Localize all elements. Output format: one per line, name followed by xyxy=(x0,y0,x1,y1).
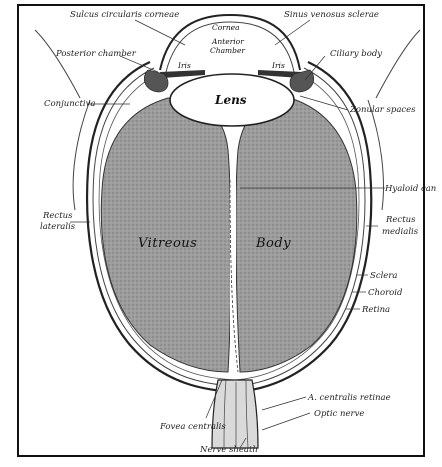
label-ciliary-body: Ciliary body xyxy=(330,49,382,59)
label-conjunctiva: Conjunctiva xyxy=(44,99,95,109)
optic-nerve xyxy=(212,380,258,448)
label-rectus-medialis-1: Rectus xyxy=(385,215,416,225)
label-sclera: Sclera xyxy=(370,271,397,281)
label-chamber: Chamber xyxy=(210,46,245,55)
label-lens: Lens xyxy=(214,93,247,107)
label-sulcus: Sulcus circularis corneae xyxy=(70,10,179,20)
label-rectus-lateralis-2: lateralis xyxy=(40,222,76,232)
iris-left xyxy=(160,70,205,78)
label-cornea: Cornea xyxy=(212,23,240,32)
label-hyaloid: Hyaloid can xyxy=(384,184,436,194)
label-nerve-sheath: Nerve sheath xyxy=(199,445,258,455)
label-optic-nerve: Optic nerve xyxy=(314,409,364,419)
label-retina: Retina xyxy=(361,305,390,315)
label-iris-left: Iris xyxy=(177,61,191,70)
label-body: Body xyxy=(255,236,291,251)
label-choroid: Choroid xyxy=(368,288,403,298)
label-vitreous: Vitreous xyxy=(138,236,197,251)
label-iris-right: Iris xyxy=(271,61,285,70)
label-fovea: Fovea centralis xyxy=(159,422,226,432)
label-a-centralis: A. centralis retinae xyxy=(307,393,391,403)
vitreous-right xyxy=(236,98,357,372)
label-rectus-lateralis-1: Rectus xyxy=(42,211,73,221)
label-zonular-spaces: Zonular spaces xyxy=(349,105,416,115)
label-sinus: Sinus venosus sclerae xyxy=(284,10,379,20)
label-anterior: Anterior xyxy=(211,37,244,46)
label-rectus-medialis-2: medialis xyxy=(382,227,419,237)
label-posterior-chamber: Posterior chamber xyxy=(55,49,137,59)
